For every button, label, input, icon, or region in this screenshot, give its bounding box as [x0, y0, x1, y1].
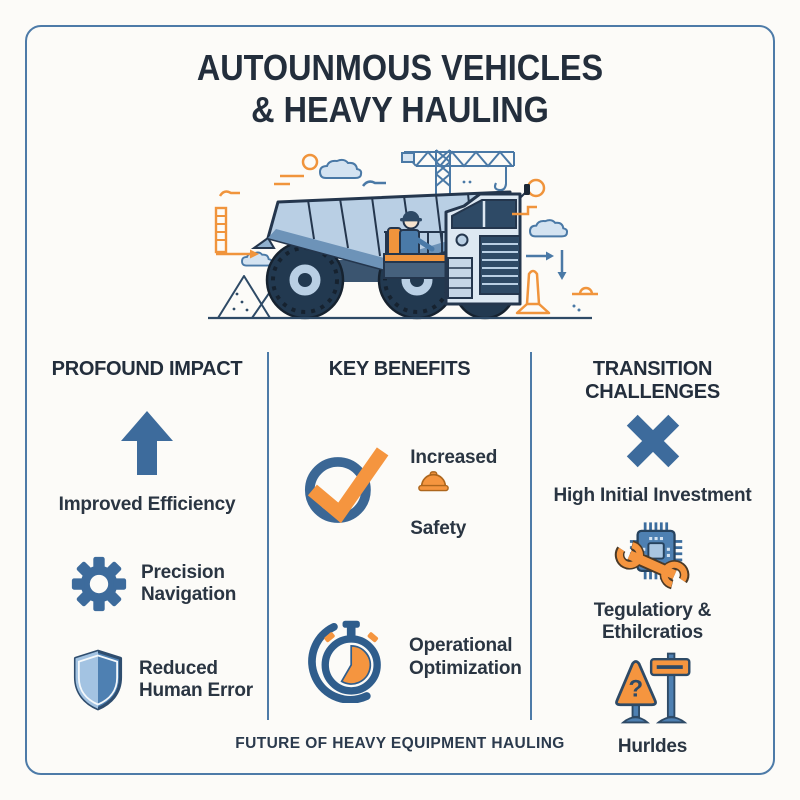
column-header: TRANSITION CHALLENGES — [585, 358, 720, 403]
measuring-pole-icon — [214, 206, 259, 259]
label-line-2: Safety — [410, 518, 467, 540]
item-improved-efficiency: Improved Efficiency — [27, 410, 267, 516]
item-label: Hurldes — [617, 736, 688, 758]
warning-sign-icon: ? — [614, 653, 690, 724]
svg-text:?: ? — [628, 676, 643, 703]
driver-platform — [383, 210, 453, 279]
footer-caption: FUTURE OF HEAVY EQUIPMENT HAULING — [235, 735, 565, 752]
item-label: Improved Efficiency — [58, 493, 236, 515]
sun-icon — [526, 178, 546, 198]
check-circle-icon — [304, 446, 389, 523]
right-arrow-icon — [526, 251, 554, 261]
down-arrow-icon — [557, 249, 567, 280]
driver — [399, 210, 435, 257]
title-line-2: & HEAVY HAULING — [251, 89, 549, 131]
item-precision-navigation: Precision Navigation — [27, 556, 267, 612]
orange-mound-icon — [572, 286, 598, 296]
item-label: Reduced Human Error — [139, 657, 253, 701]
item-reduced-human-error: Reduced Human Error — [27, 648, 267, 712]
up-arrow-icon — [121, 410, 173, 475]
column-header: PROFOUND IMPACT — [51, 358, 243, 380]
dump-truck-illustration — [208, 149, 598, 320]
item-label: Tegulatiory & Ethilcratios — [593, 599, 712, 643]
dump-truck — [250, 183, 530, 320]
warning-triangle: ? — [614, 660, 657, 724]
item-label: Precision Navigation — [141, 561, 237, 605]
x-mark-icon — [626, 414, 679, 468]
cloud-icon — [529, 219, 569, 238]
sun-icon — [301, 153, 319, 171]
item-increased-safety: Increased Safety — [269, 425, 530, 541]
label-line-1: Increased — [410, 447, 498, 468]
columns-section: PROFOUND IMPACT Improved Efficiency — [27, 352, 773, 757]
stopwatch-icon — [308, 620, 381, 703]
truck-cab — [444, 183, 530, 306]
item-operational-optimization: Operational Optimization — [269, 613, 530, 703]
crane-icon — [401, 149, 515, 200]
column-key-benefits: KEY BENEFITS Increased Safety — [267, 352, 532, 720]
gear-icon — [71, 556, 127, 612]
orange-squiggle-icon — [512, 205, 537, 216]
title-line-1: AUTOUNMOUS VEHICLES — [196, 47, 604, 88]
item-label: Operational Optimization — [409, 635, 522, 679]
wheel — [265, 240, 345, 320]
infographic-card: AUTOUNMOUS VEHICLES & HEAVY HAULING — [25, 25, 775, 775]
mirror — [524, 183, 530, 195]
column-header: KEY BENEFITS — [328, 358, 471, 380]
blue-cloud-line-icon — [361, 180, 386, 187]
item-label: High Initial Investment — [553, 485, 752, 507]
orange-cloud-line-icon — [218, 190, 240, 197]
column-transition-challenges: TRANSITION CHALLENGES High Initial Inves… — [532, 352, 773, 757]
wrench — [614, 540, 689, 589]
hard-hat-icon — [418, 471, 450, 492]
signpost — [649, 653, 690, 724]
shield-icon — [73, 649, 123, 711]
page-title: AUTOUNMOUS VEHICLES & HEAVY HAULING — [64, 47, 735, 132]
chip-wrench-icon — [614, 521, 689, 589]
cloud-icon — [318, 158, 363, 179]
item-label: Increased Safety — [410, 425, 530, 541]
cone-icon — [515, 269, 551, 315]
column-profound-impact: PROFOUND IMPACT Improved Efficiency — [27, 352, 267, 720]
